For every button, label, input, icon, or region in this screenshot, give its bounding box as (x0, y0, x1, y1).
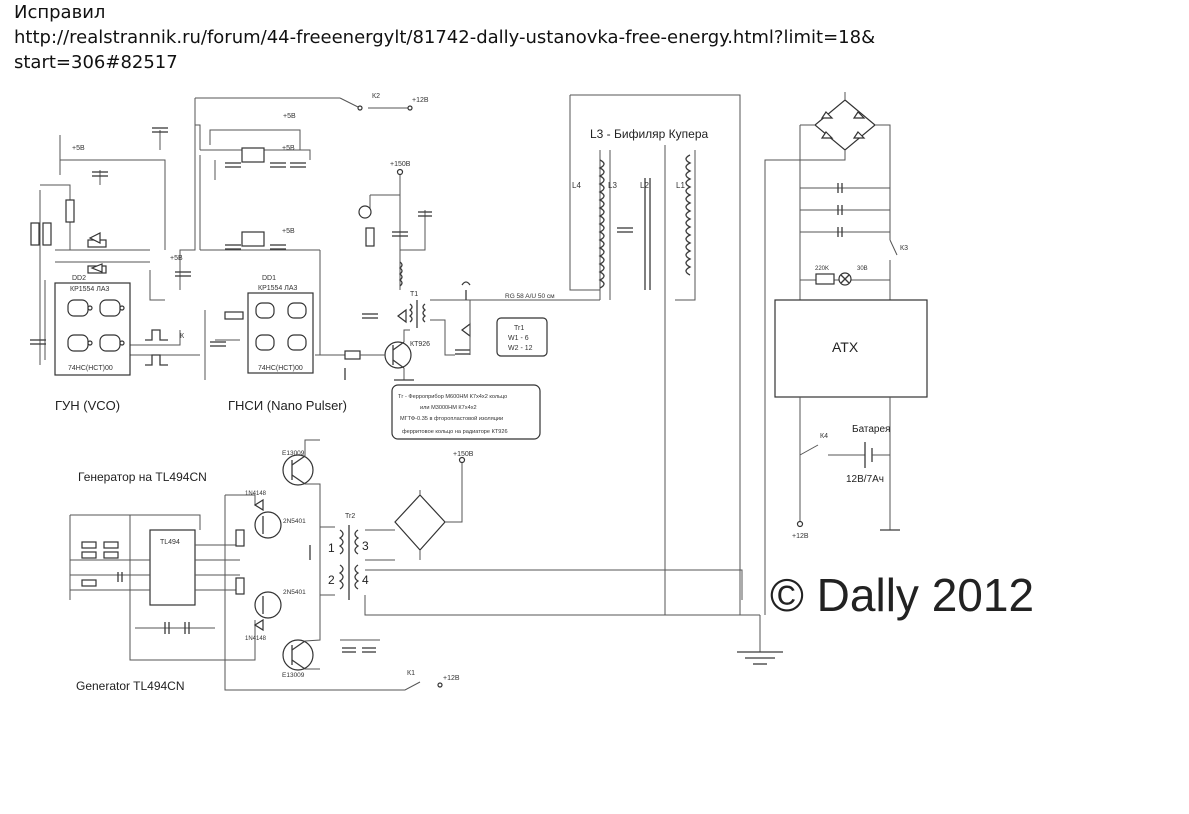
supply-150-label: +150В (390, 161, 411, 168)
vco-chip-bottom: 74HC(HCT)00 (68, 365, 113, 372)
coax-cable-label: RG 58 A/U 50 см (505, 293, 555, 300)
k1-supply: +12В (443, 675, 460, 682)
pulser-chip-bottom: 74HC(HCT)00 (258, 365, 303, 372)
coil-l1: L1 (676, 181, 685, 190)
d1-label: 1N4148 (245, 491, 267, 497)
note-line2: или М3000НМ К7х4х2 (420, 405, 477, 411)
tr2-label: Tr2 (345, 513, 355, 520)
switch-k-label: К (180, 333, 185, 340)
kt926-label: КТ926 (410, 341, 430, 348)
vco-title: ГУН (VCO) (55, 398, 120, 413)
vco-block: DD2 КР1554 ЛА3 74HC(HCT)00 +5В +5В К ГУН… (30, 97, 340, 413)
vco-chip-ref: DD2 (72, 275, 86, 282)
note-line4: ферритовое кольцо на радиаторе КТ926 (402, 429, 508, 435)
resistor-220k: 220K (815, 266, 829, 272)
atx-out-label: +12В (792, 533, 809, 540)
q-mid2-label: 2N5401 (283, 589, 306, 596)
copyright-text: © Dally 2012 (770, 569, 1034, 621)
d2-label: 1N4148 (245, 636, 267, 642)
ground-symbol (737, 615, 783, 665)
q-top-label: E13009 (282, 450, 305, 457)
vco-supply-2: +5В (170, 255, 183, 262)
tl494-title-en: Generator TL494CN (76, 679, 185, 693)
pulser-block: +5В +5В +5В DD1 КР1554 ЛА3 74HC(HCT)00 Г… (195, 113, 347, 413)
header-url-continued[interactable]: start=306#82517 (14, 52, 178, 73)
note-line3: МГТФ-0.35 в фторопластовой изоляции (400, 415, 503, 422)
pulser-title: ГНСИ (Nano Pulser) (228, 398, 347, 413)
coil-l2: L2 (640, 181, 649, 190)
tr2-pin3: 3 (362, 539, 369, 553)
coil-title: L3 - Бифиляр Купера (590, 127, 709, 141)
switch-k2: К2 +12В (339, 93, 429, 111)
tr1-w2: W2 - 12 (508, 345, 533, 352)
pulser-chip-ref: DD1 (262, 275, 276, 282)
driver-stage: +150В Т1 КТ926 (344, 161, 600, 381)
tl494-chip: TL494 (160, 539, 180, 546)
k2-label: К2 (372, 93, 380, 100)
tl494-title-ru: Генератор на TL494CN (78, 470, 207, 484)
note-line1: Тг - Ферроприбор М600НМ К7х4х2 кольцо (398, 394, 507, 400)
header-title: Исправил (14, 2, 106, 23)
t1-label: Т1 (410, 291, 418, 298)
atx-block: К3 220K 30В ATX К4 Батарея 12В/7Ач +12В (764, 92, 928, 615)
header-url[interactable]: http://realstrannik.ru/forum/44-freeener… (14, 27, 876, 48)
tr2-pin1: 1 (328, 541, 335, 555)
atx-label: ATX (832, 339, 859, 355)
tr1-name: Tr1 (514, 325, 524, 332)
page-header: Исправил http://realstrannik.ru/forum/44… (14, 0, 1174, 75)
tr2-pin2: 2 (328, 573, 335, 587)
vco-supply: +5В (72, 145, 85, 152)
k1-label: К1 (407, 670, 415, 677)
bifilar-coil: L3 - Бифиляр Купера L4 L3 L2 L1 (569, 94, 750, 616)
tr1-w1: W1 - 6 (508, 335, 529, 342)
tr2-pin4: 4 (362, 573, 369, 587)
supply-150b-label: +150В (453, 451, 474, 458)
coil-l4: L4 (572, 181, 581, 190)
pulser-supply-3: +5В (282, 228, 295, 235)
vco-chip-type: КР1554 ЛА3 (70, 286, 110, 293)
q-mid1-label: 2N5401 (283, 518, 306, 525)
battery-value: 12В/7Ач (846, 474, 884, 485)
tl494-block: Генератор на TL494CN Generator TL494CN T… (69, 439, 760, 693)
k4-label: К4 (820, 433, 828, 440)
k3-label: К3 (900, 245, 908, 252)
battery-label: Батарея (852, 424, 890, 435)
ferrite-note: Тг - Ферроприбор М600НМ К7х4х2 кольцо ил… (391, 384, 541, 440)
pulser-chip-type: КР1554 ЛА3 (258, 285, 298, 292)
q-bottom-label: E13009 (282, 672, 305, 679)
k2-supply: +12В (412, 97, 429, 104)
pulser-supply: +5В (283, 113, 296, 120)
coil-l3: L3 (608, 181, 617, 190)
lamp-30v: 30В (857, 266, 868, 272)
pulser-supply-2: +5В (282, 145, 295, 152)
